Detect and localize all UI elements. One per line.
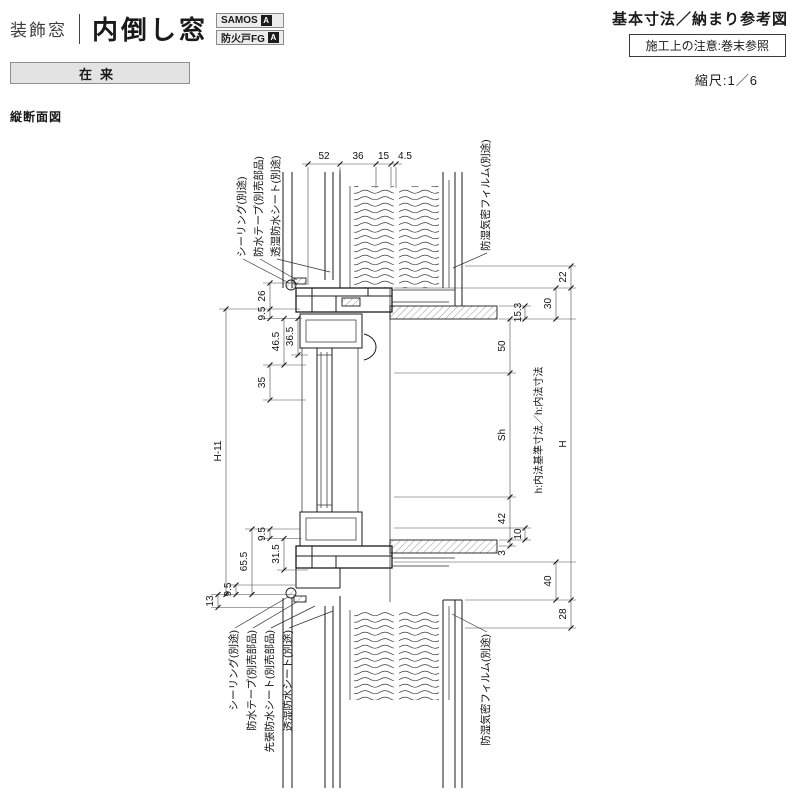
inner-height-axis-label: h:内法基準寸法／h:内法寸法 (532, 367, 545, 494)
dim-top-1: 36 (352, 151, 364, 162)
waterproof-tape-bottom (293, 595, 307, 603)
sealant-and-tape (285, 277, 307, 603)
dim-left-4: 35 (257, 377, 268, 389)
dimension-texts: 52 36 15 4.5 26 9.5 46.5 36.5 35 H-11 9.… (205, 151, 569, 620)
label-breathable-sheet-bottom: 透湿防水シート(別途) (281, 630, 294, 732)
construction-note-box: 施工上の注意:巻末参照 (628, 34, 786, 57)
page-title: 内倒し窓 (92, 15, 209, 45)
frame-head (295, 287, 455, 313)
doc-title: 基本寸法／納まり参考図 (611, 11, 788, 28)
dim-left-5: H-11 (213, 440, 224, 461)
label-vapor-film-bottom: 防湿気密フィルム(別途) (479, 634, 492, 746)
wall-section-top (282, 170, 463, 306)
dim-left-3: 36.5 (285, 326, 296, 346)
dim-right-10: H (558, 440, 569, 447)
dim-left-6: 9.5 (257, 527, 268, 541)
dim-right-8: 40 (543, 575, 554, 587)
dim-right-1: 30 (543, 298, 554, 310)
dim-right-9: 28 (558, 608, 569, 620)
waterproof-tape-top (293, 277, 307, 285)
insulation-bottom-1 (354, 612, 394, 700)
badge-fireproof-mark: A (267, 31, 279, 43)
leader-labels-top: シーリング(別途) 防水テープ(別売部品) 透湿防水シート(別途) 防湿気密フィ… (235, 139, 492, 284)
badge-samos-mark: A (260, 14, 272, 26)
dim-left-7: 65.5 (239, 551, 250, 571)
dim-right-3: 50 (497, 340, 508, 352)
badge-fireproof-label: 防火戸FG (221, 33, 265, 45)
insulation-top-1 (354, 186, 394, 288)
dim-left-10: 13 (205, 595, 216, 607)
dim-left-8: 31.5 (271, 544, 282, 564)
leader-labels-bottom: シーリング(別途) 防水テープ(別売部品) 先張防水シート(別売部品) 透湿防水… (227, 596, 492, 753)
label-waterproof-tape-top: 防水テープ(別売部品) (252, 156, 265, 257)
dimension-lines (211, 163, 576, 629)
label-sealing-top: シーリング(別途) (235, 177, 248, 258)
casing-board-top (389, 305, 498, 320)
product-badges: SAMOS A 防火戸FG A (216, 12, 284, 45)
label-vapor-film-top: 防湿気密フィルム(別途) (479, 139, 492, 251)
label-pre-applied-sheet-bottom: 先張防水シート(別売部品) (263, 630, 276, 753)
frame-sill (295, 545, 455, 589)
label-breathable-sheet-top: 透湿防水シート(別途) (269, 156, 282, 258)
dim-right-7: 3 (497, 550, 508, 556)
operator-handle (363, 333, 377, 361)
insulation-bottom-2 (399, 612, 439, 700)
badge-samos: SAMOS A (216, 12, 284, 28)
wall-section-bottom (282, 596, 463, 788)
header-divider (79, 13, 80, 44)
dim-right-2: 15.3 (513, 302, 524, 322)
construction-type-box: 在来 (10, 62, 190, 84)
dimension-ticks (215, 161, 574, 631)
dim-left-2: 46.5 (271, 331, 282, 351)
dim-right-6: 10 (513, 528, 524, 540)
casing-board-bottom (389, 539, 498, 554)
interior-casing (389, 305, 498, 554)
dim-left-1: 9.5 (257, 306, 268, 320)
product-category: 装飾窓 (10, 21, 67, 40)
glazing-unit (316, 347, 333, 513)
dim-right-0: 22 (558, 271, 569, 283)
dim-right-4: Sh (497, 429, 508, 441)
dim-top-2: 15 (378, 151, 390, 162)
dim-right-5: 42 (497, 513, 508, 525)
section-view-label: 縦断面図 (10, 110, 63, 124)
label-waterproof-tape-bottom: 防水テープ(別売部品) (245, 630, 258, 731)
scale-label: 縮尺:1／6 (694, 73, 758, 88)
header: 装飾窓 内倒し窓 SAMOS A 防火戸FG A (10, 10, 284, 47)
insulation-top-2 (399, 186, 439, 288)
dim-left-0: 26 (257, 290, 268, 302)
dim-top-0: 52 (318, 151, 330, 162)
label-sealing-bottom: シーリング(別途) (227, 630, 240, 711)
sash-and-glazing (299, 288, 391, 602)
dim-top-3: 4.5 (398, 151, 412, 162)
sealing-bottom (285, 587, 297, 599)
badge-fireproof: 防火戸FG A (216, 29, 284, 45)
dim-left-9: 9.5 (223, 582, 234, 596)
badge-samos-label: SAMOS (221, 14, 258, 26)
